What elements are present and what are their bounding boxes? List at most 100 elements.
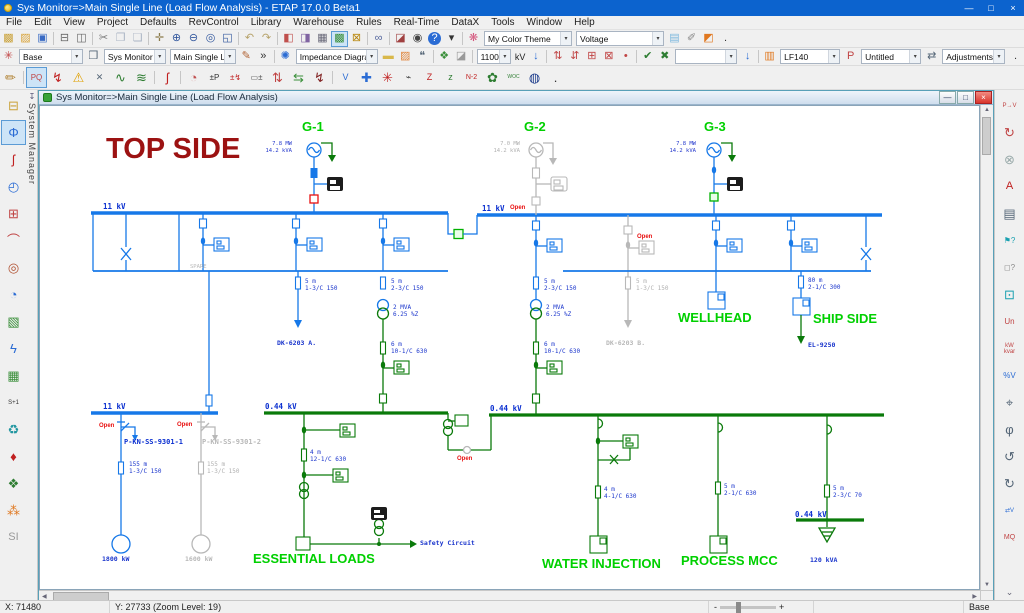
network-tree-2-icon[interactable]: ❖ xyxy=(7,476,20,491)
vertical-scrollbar[interactable]: ▲ ▼ xyxy=(980,105,993,590)
bus-tie[interactable] xyxy=(447,213,478,240)
grid-icon[interactable]: ▦ xyxy=(317,32,328,44)
theme-colors-icon[interactable]: ▤ xyxy=(669,32,680,44)
grid-a-icon[interactable]: ⊞ xyxy=(587,50,597,62)
network-tree-1-icon[interactable]: ♦ xyxy=(10,449,17,464)
voltage-stability-icon[interactable]: V xyxy=(342,72,349,82)
alert-view-icon[interactable]: ⚑? xyxy=(1003,235,1016,245)
redo-icon[interactable]: ↷ xyxy=(261,32,272,44)
feeder-spare[interactable] xyxy=(198,213,230,271)
load-flow-icon[interactable]: PQ xyxy=(26,67,47,88)
motor-acceleration-icon[interactable]: ◔ xyxy=(189,70,198,85)
feeder-dk6203a-breaker[interactable] xyxy=(291,213,323,271)
menu-warehouse[interactable]: Warehouse xyxy=(293,17,345,28)
subbus-a[interactable] xyxy=(92,213,448,272)
presentation-icon[interactable]: ❒ xyxy=(88,50,99,62)
dc-load-flow-icon[interactable]: ⇅ xyxy=(272,70,283,85)
dc-arc-flash-icon[interactable]: ↯ xyxy=(314,70,325,85)
presentation-combo[interactable]: Sys Monitor▾ xyxy=(103,49,166,64)
study-case-toolbox-icon[interactable]: ▥ xyxy=(764,50,775,62)
chevron-down-icon[interactable]: ▾ xyxy=(725,50,737,63)
paste-icon[interactable]: ❏ xyxy=(132,32,143,44)
transformer-1[interactable] xyxy=(376,276,410,413)
configuration-combo[interactable]: Untitled▾ xyxy=(861,49,922,64)
protection-diagram-icon[interactable]: ϟ xyxy=(10,341,17,356)
find-icon[interactable]: ◉ xyxy=(412,32,423,44)
chevron-down-icon[interactable]: ▾ xyxy=(223,50,235,63)
chevron-down-icon[interactable]: ▾ xyxy=(909,50,921,63)
chevron-down-icon[interactable]: ▾ xyxy=(70,50,82,63)
print-preview-icon[interactable]: ◫ xyxy=(76,32,87,44)
color-theme-icon[interactable]: ❋ xyxy=(468,32,479,44)
menu-file[interactable]: File xyxy=(6,17,23,28)
no-results-icon[interactable]: ⊗ xyxy=(1004,152,1015,167)
motor-1[interactable] xyxy=(111,413,138,554)
geo-map-icon[interactable]: ▦ xyxy=(7,368,20,383)
sync-up-down-icon[interactable]: ⇅ xyxy=(553,50,563,62)
copy-icon[interactable]: ❐ xyxy=(115,32,126,44)
revert-green-icon[interactable]: ✖ xyxy=(660,50,670,62)
help-icon[interactable]: ? xyxy=(428,32,441,45)
impedance-gear-icon[interactable]: ✺ xyxy=(280,50,290,62)
metering-icon[interactable]: ◔ xyxy=(9,287,18,302)
menu-edit[interactable]: Edit xyxy=(34,17,52,28)
lock-icon[interactable]: ⊠ xyxy=(351,32,362,44)
scroll-up-icon[interactable]: ▲ xyxy=(984,107,990,113)
transfer-icon[interactable]: ⇄ xyxy=(927,50,937,62)
reliability-icon[interactable]: ✳ xyxy=(382,70,393,85)
result-analyzer-icon[interactable]: ⊡ xyxy=(1004,287,1015,302)
pv-validate-icon[interactable]: P→V xyxy=(1002,102,1017,109)
chart-icon[interactable]: ❖ xyxy=(439,50,450,62)
chevron-down-icon[interactable]: ▾ xyxy=(365,50,377,63)
study-view-combo[interactable]: ▾ xyxy=(675,49,738,64)
adjustments-combo[interactable]: Adjustments▾ xyxy=(942,49,1006,64)
optimal-power-flow-icon[interactable]: ⇆ xyxy=(293,70,304,85)
meter-panel-icon[interactable]: MQ xyxy=(1003,534,1016,541)
document-minimize-button[interactable]: — xyxy=(939,91,956,104)
si-units-icon[interactable]: SI xyxy=(8,531,19,543)
report-manager-icon[interactable]: ▤ xyxy=(1003,206,1016,221)
chevron-down-icon[interactable]: ▾ xyxy=(652,32,663,45)
scroll-down-icon[interactable]: ▼ xyxy=(984,582,990,588)
color-theme-combo[interactable]: My Color Theme▾ xyxy=(484,31,572,46)
refresh-results-icon[interactable]: ↻ xyxy=(1004,125,1015,140)
display-options-icon[interactable]: ▩ xyxy=(331,30,348,47)
underground-raceway-icon[interactable]: ◨ xyxy=(300,32,311,44)
emtp-icon[interactable]: ✿ xyxy=(487,70,498,85)
transient-stability-icon[interactable]: ∿ xyxy=(115,70,126,85)
more-4-icon[interactable]: . xyxy=(553,70,558,85)
zoom-refresh-icon[interactable]: ◎ xyxy=(205,32,216,44)
gis-view-icon[interactable]: ▧ xyxy=(7,314,20,329)
short-circuit-icon[interactable]: ↯ xyxy=(52,70,63,85)
feeder-xfmr1-breaker[interactable] xyxy=(378,213,410,271)
revision-combo[interactable]: Base▾ xyxy=(19,49,83,64)
static-load-branch[interactable] xyxy=(796,415,864,544)
cut-icon[interactable]: ✂ xyxy=(98,32,109,44)
lv-tie[interactable] xyxy=(442,413,492,455)
sync-down-up-icon[interactable]: ⇵ xyxy=(570,50,580,62)
kw-kvar-icon[interactable]: kW kvar xyxy=(1003,342,1016,355)
scroll-left-icon[interactable]: ◀ xyxy=(42,594,47,600)
oneline-window-icon[interactable]: ◧ xyxy=(283,32,294,44)
kv-base-combo[interactable]: 1100▾ xyxy=(476,49,511,64)
edit-pen-icon[interactable]: ✎ xyxy=(241,50,251,62)
pin-red-icon[interactable]: • xyxy=(623,50,628,62)
phasor-analyzer-icon[interactable]: ◴ xyxy=(7,179,20,194)
oneline-view-combo[interactable]: Main Single Lin▾ xyxy=(169,49,236,64)
generator-g3[interactable] xyxy=(706,142,743,215)
zoom-out-icon[interactable]: ⊖ xyxy=(188,32,199,44)
battery-s1-icon[interactable]: S+1 xyxy=(8,399,19,406)
more-2-icon[interactable]: . xyxy=(723,32,728,44)
gradient-icon[interactable]: ◩ xyxy=(703,32,714,44)
pan-icon[interactable]: ✛ xyxy=(154,32,165,44)
zoom-slider-thumb[interactable] xyxy=(736,601,741,613)
pin-icon[interactable]: ↧ xyxy=(28,92,36,101)
oneline-diagrams-icon[interactable]: Φ xyxy=(1,120,26,145)
close-button[interactable]: × xyxy=(1010,3,1016,13)
menu-project[interactable]: Project xyxy=(96,17,128,28)
document-titlebar[interactable]: Sys Monitor=>Main Single Line (Load Flow… xyxy=(39,91,993,105)
annotation-probe-icon[interactable]: ⌖ xyxy=(1005,395,1014,410)
process-mcc-branch[interactable] xyxy=(709,415,728,554)
menu-window[interactable]: Window xyxy=(526,17,563,28)
format-pen-icon[interactable]: ✐ xyxy=(686,32,697,44)
